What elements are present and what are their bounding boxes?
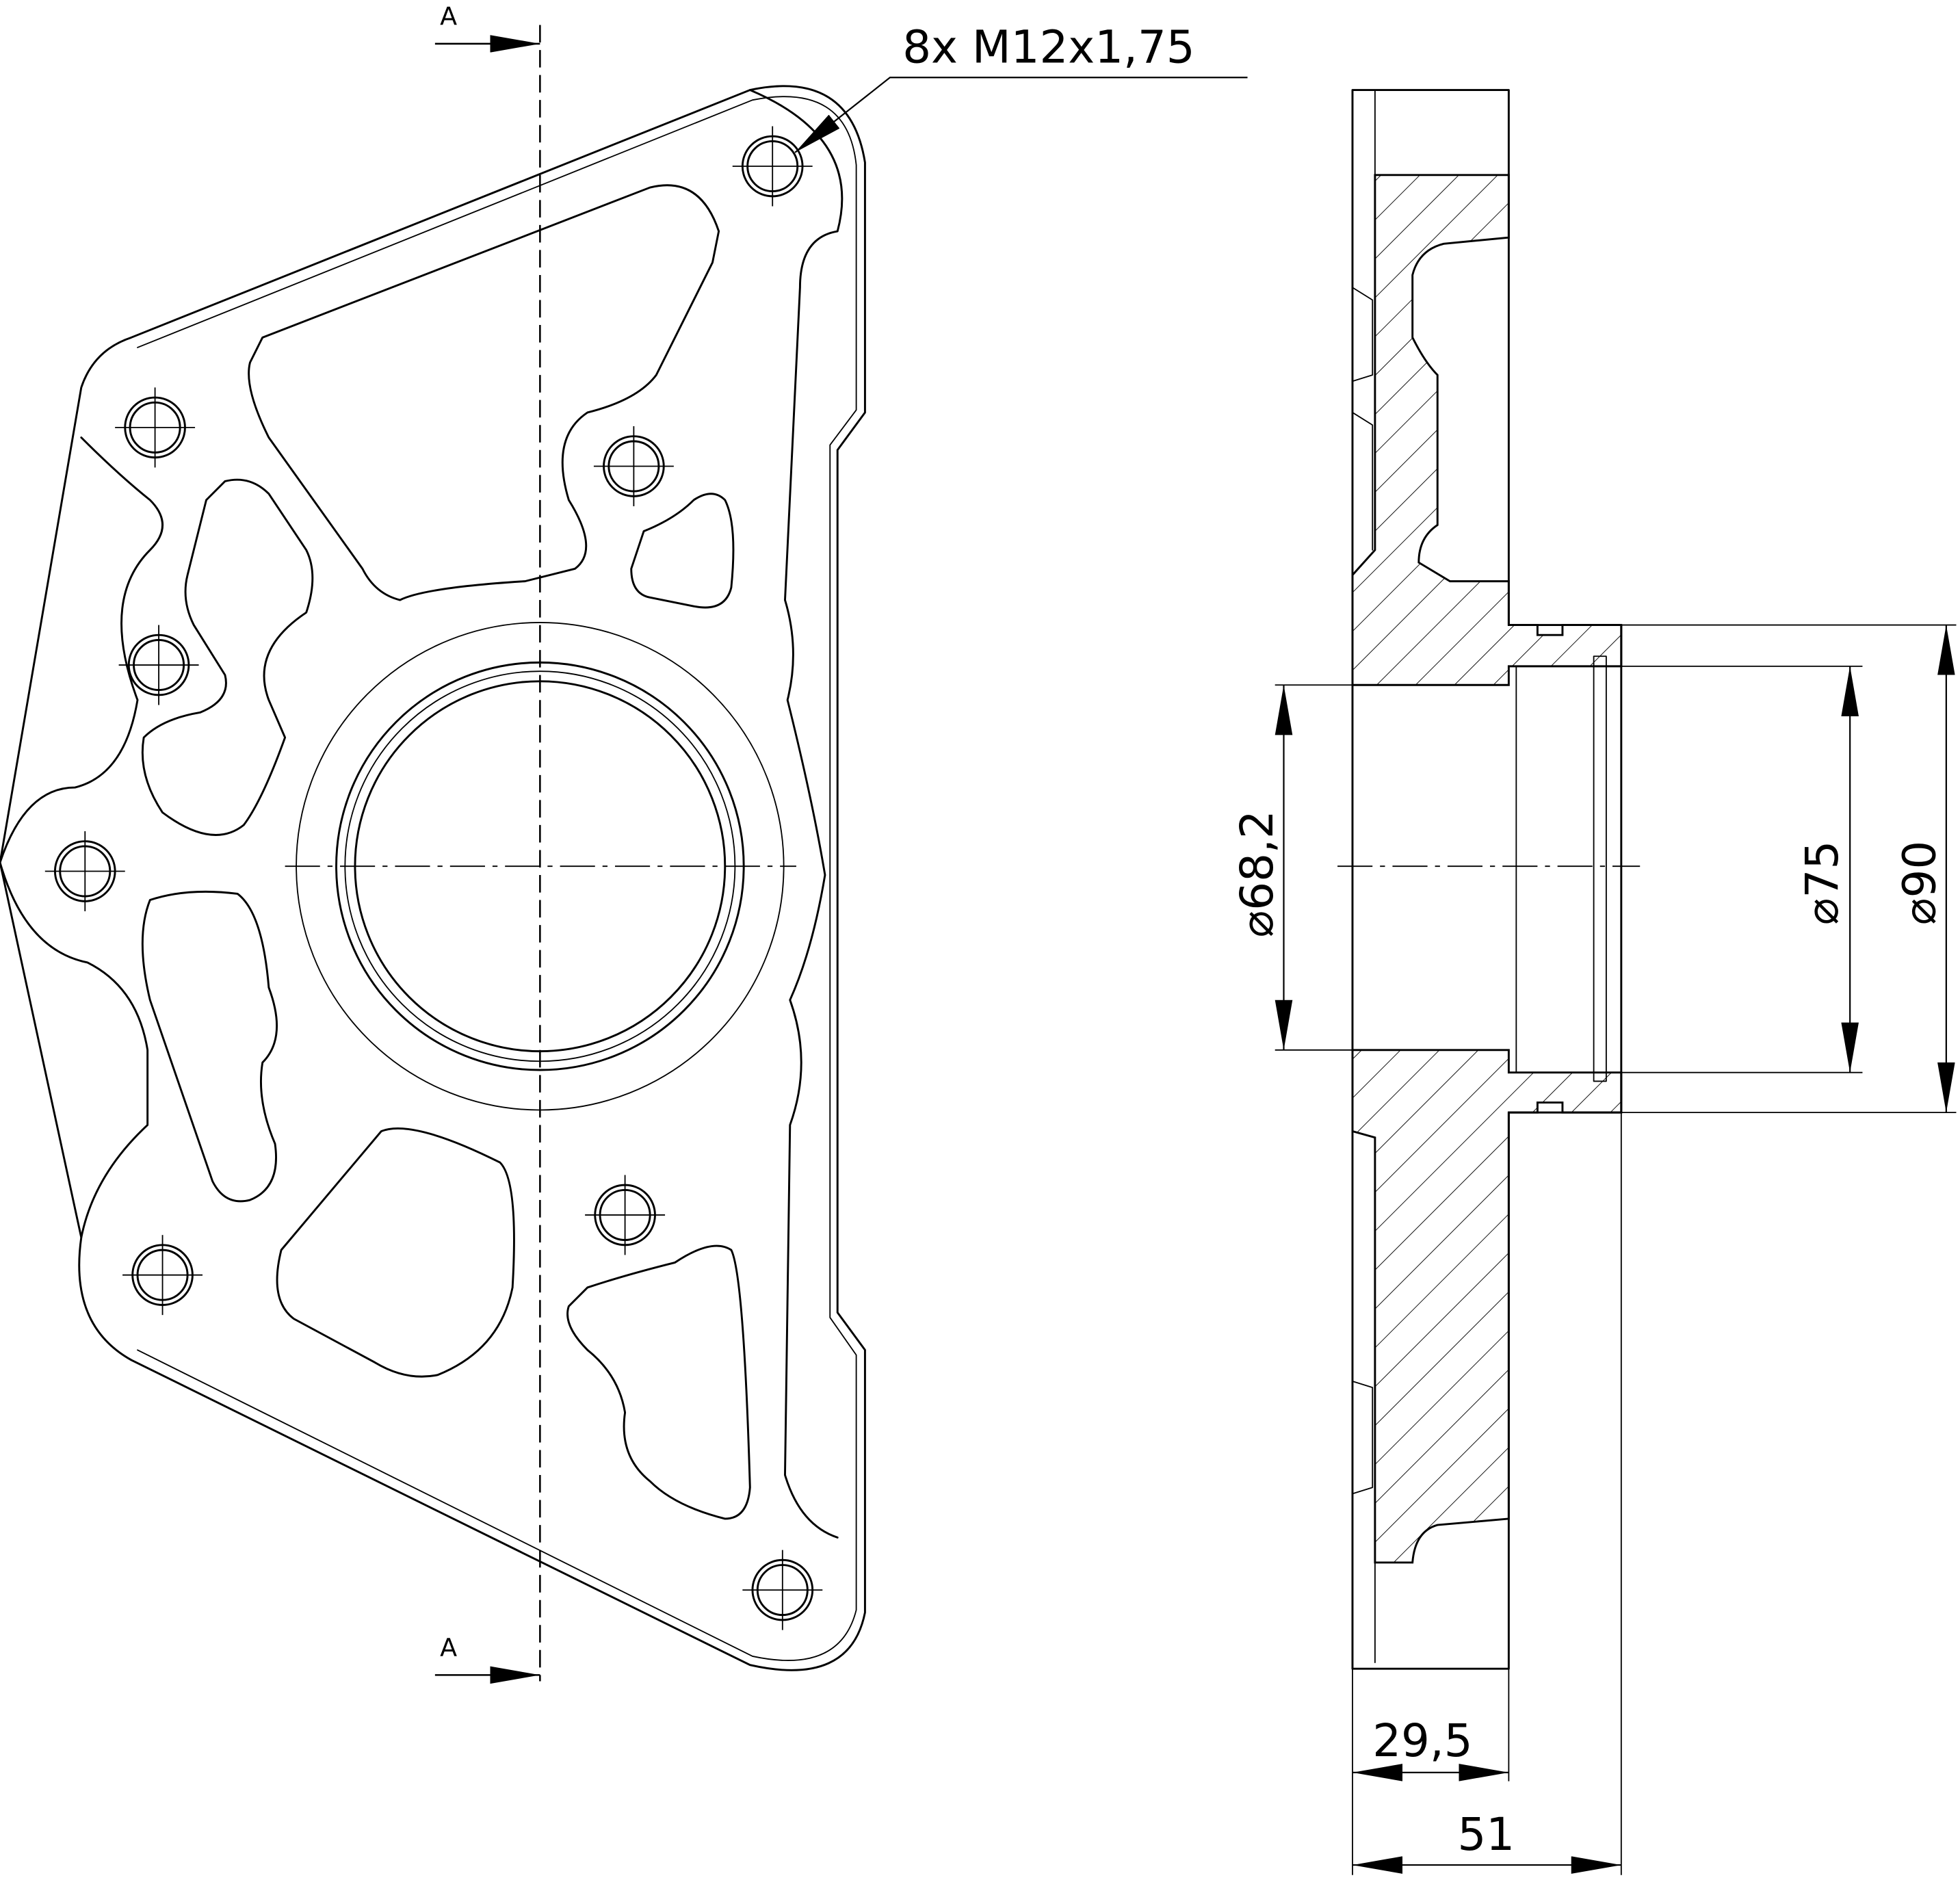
front-view: A A 8x M12x1,75 — [0, 2, 1248, 1684]
flange-back-detail — [1352, 89, 1376, 1663]
thread-callout: 8x M12x1,75 — [902, 21, 1194, 73]
dim-total-width: 51 — [1457, 1808, 1515, 1861]
threaded-hole — [732, 126, 813, 207]
dim-inner: ⌀75 — [1796, 841, 1848, 925]
section-hatch-top — [1351, 174, 1623, 686]
section-hatch-bottom — [1351, 1049, 1623, 1564]
section-view: ⌀68,2 ⌀75 ⌀90 29,5 51 — [1231, 89, 1957, 1875]
threaded-hole — [44, 831, 125, 911]
threaded-hole — [115, 387, 196, 468]
section-label-top: A — [440, 2, 457, 31]
thread-callout-leader — [794, 77, 1248, 153]
threaded-hole — [118, 625, 199, 705]
groove-detail — [1515, 655, 1607, 1082]
pocket — [566, 1244, 751, 1520]
section-label-bottom: A — [440, 1633, 457, 1662]
pocket — [141, 478, 314, 836]
threaded-hole — [122, 1235, 203, 1316]
threaded-hole — [742, 1550, 823, 1630]
extension-lines — [1275, 624, 1957, 1875]
pocket — [276, 1127, 515, 1378]
pocket — [630, 493, 735, 609]
threaded-hole — [585, 1175, 666, 1255]
threaded-holes — [44, 126, 823, 1630]
pocket — [248, 184, 720, 601]
plate-outline — [0, 85, 866, 1671]
rib-outline — [0, 436, 164, 864]
threaded-hole — [593, 426, 674, 506]
dim-outer: ⌀90 — [1893, 841, 1946, 925]
dim-bore: ⌀68,2 — [1231, 810, 1283, 937]
pocket — [141, 890, 278, 1203]
rib-outline — [748, 89, 844, 1539]
dim-flange-width: 29,5 — [1372, 1714, 1472, 1767]
rib-outline — [0, 861, 149, 1239]
plate-inner-outline — [137, 96, 857, 1661]
